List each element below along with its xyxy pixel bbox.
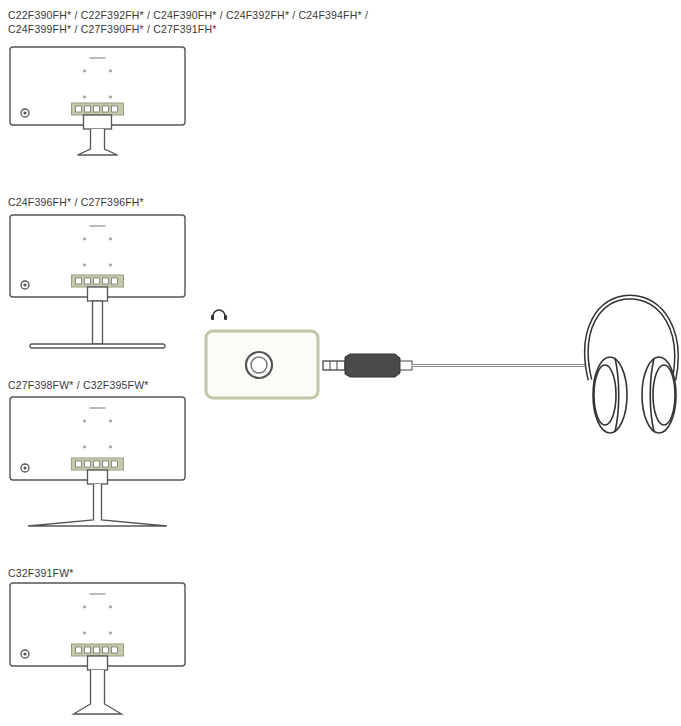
headphones <box>586 297 676 433</box>
model-label: C22F390FH* / C22F392FH* / C24F390FH* / C… <box>8 8 378 36</box>
monitor-back <box>10 397 185 526</box>
monitor-back <box>10 583 185 714</box>
monitor-back <box>10 215 185 348</box>
monitor-back <box>10 47 185 155</box>
headphone-port <box>206 310 318 398</box>
headphone-plug <box>323 354 590 377</box>
model-label: C27F398FW* / C32F395FW* <box>8 378 308 392</box>
model-label: C32F391FW* <box>8 566 308 580</box>
model-label: C24F396FH* / C27F396FH* <box>8 195 308 209</box>
